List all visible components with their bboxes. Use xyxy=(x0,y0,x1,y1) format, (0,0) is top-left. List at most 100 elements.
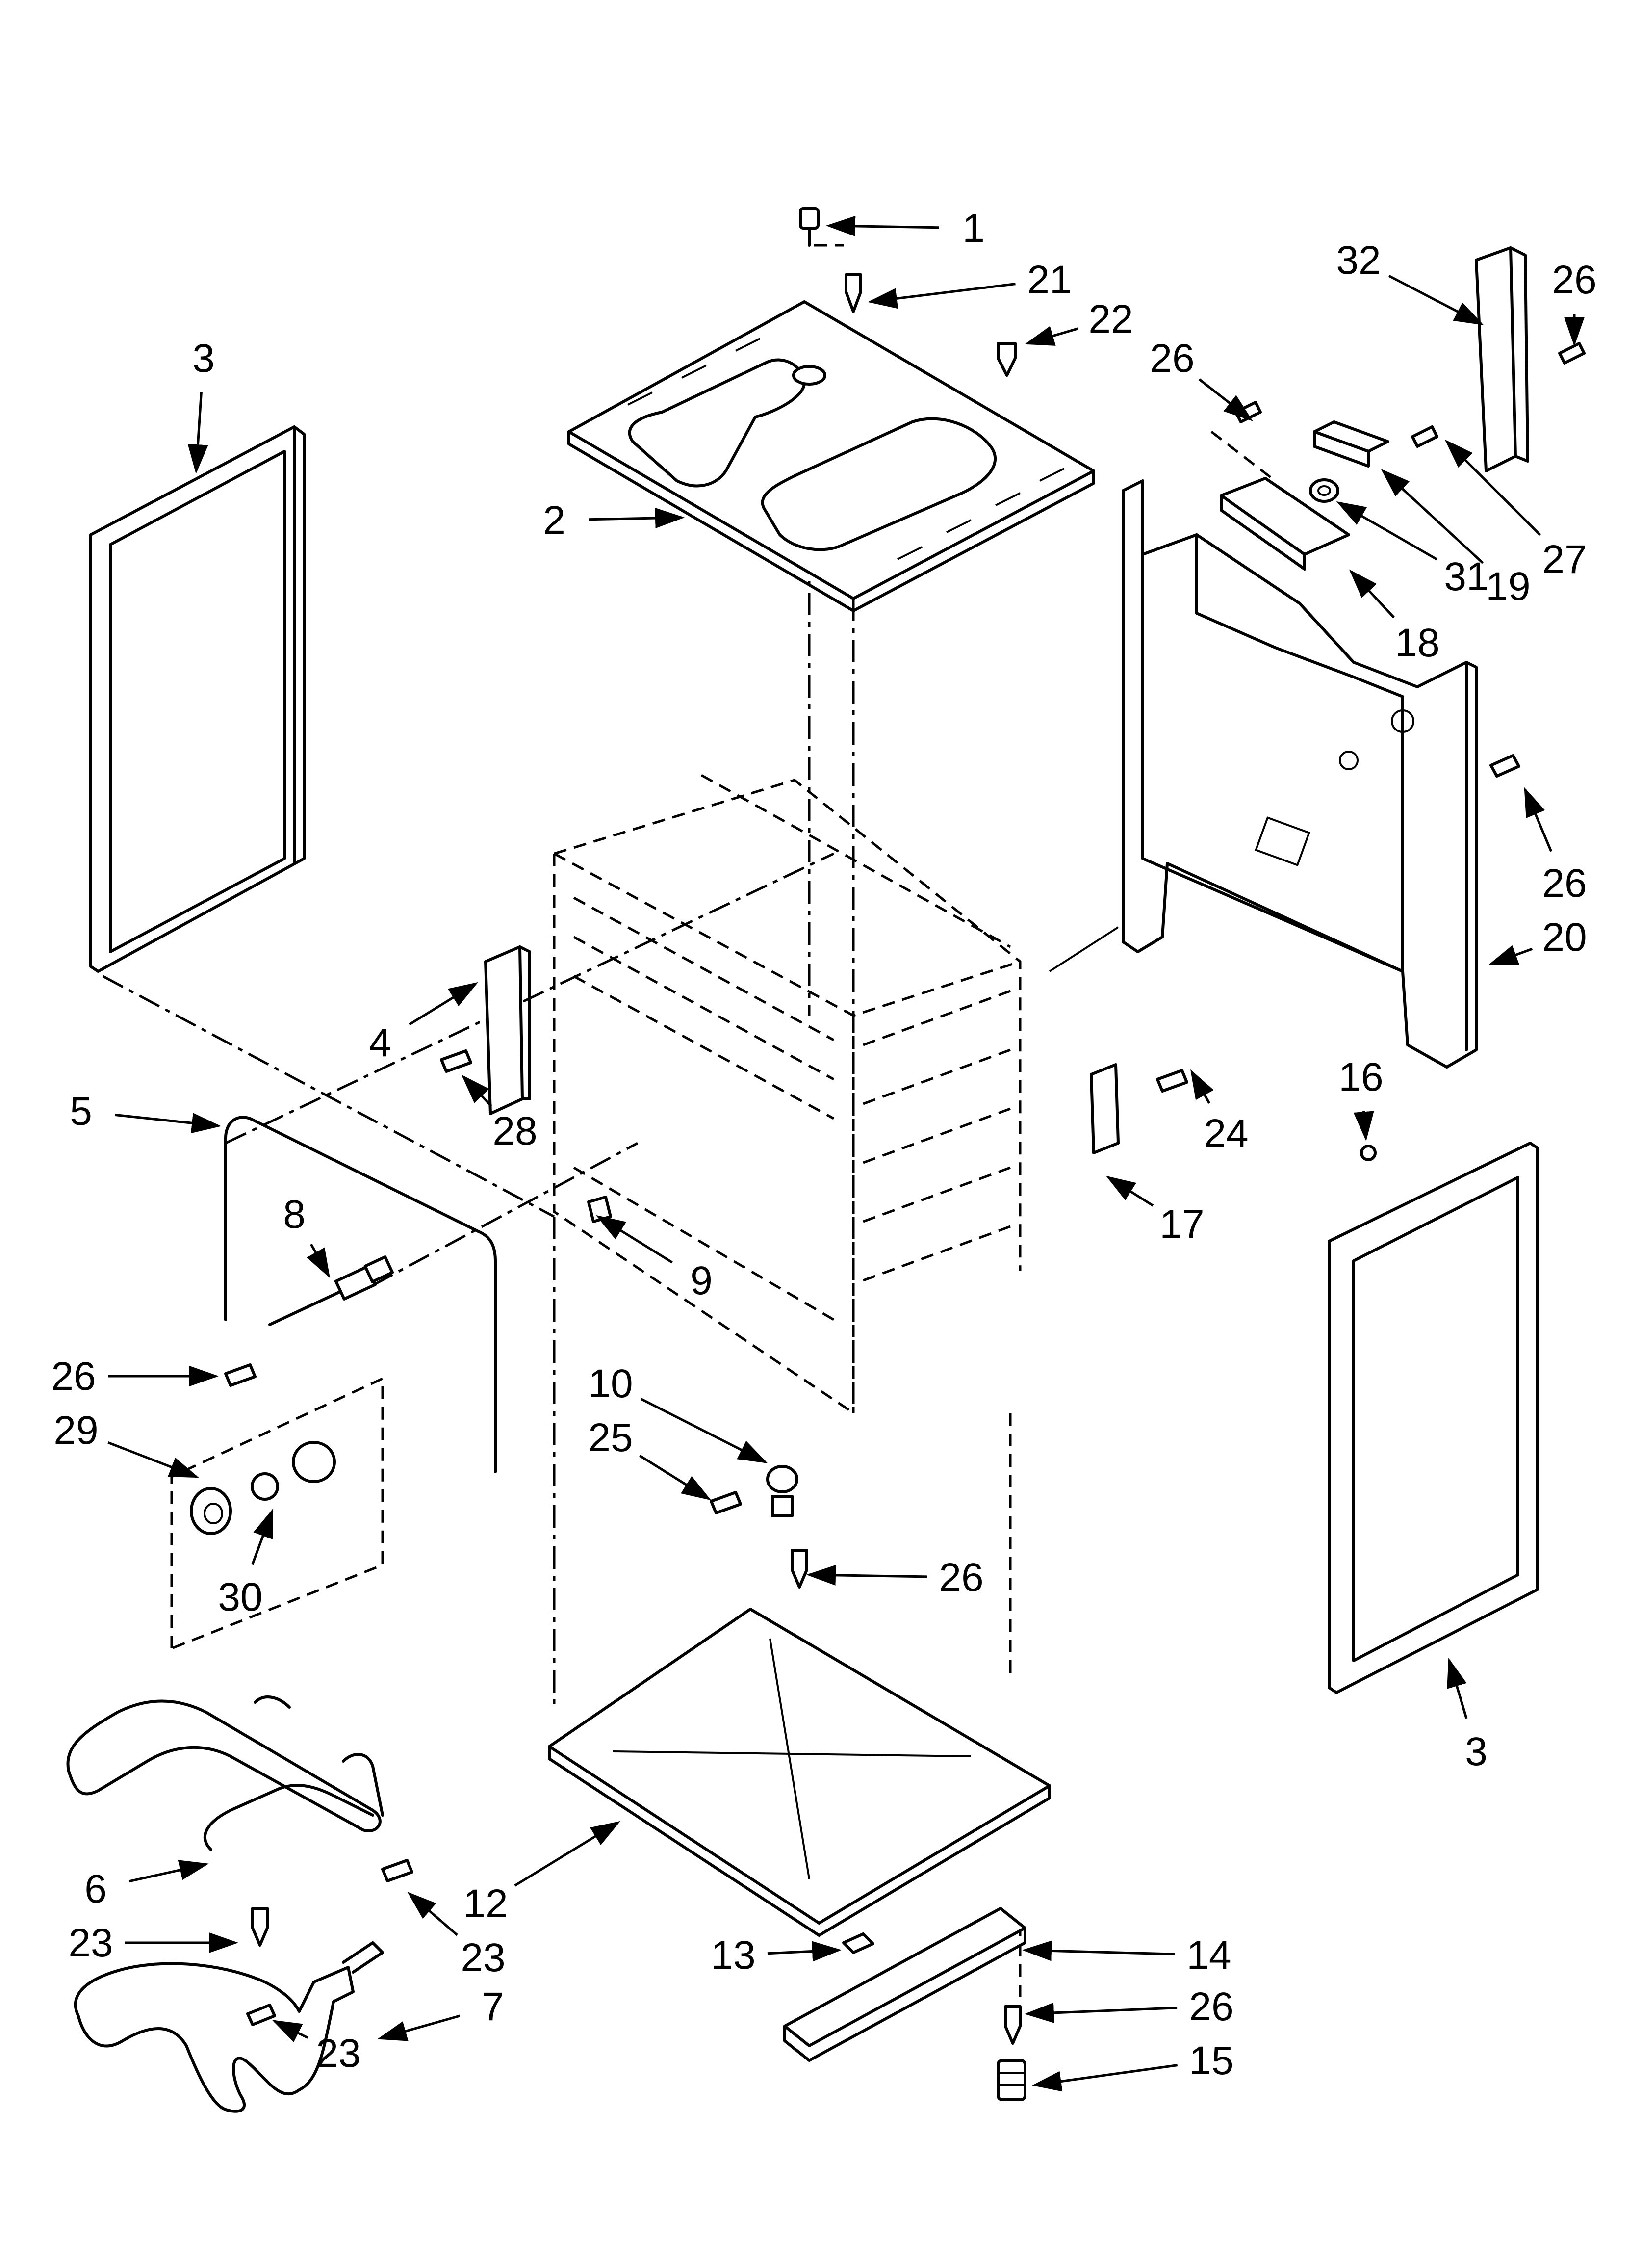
leader-12 xyxy=(514,1821,621,1887)
callout-23a: 23 xyxy=(68,1921,113,1965)
part-32-bracket xyxy=(1475,246,1529,472)
callout-2: 2 xyxy=(543,498,565,543)
leader-2 xyxy=(588,508,685,529)
part-22-screw xyxy=(997,342,1017,377)
callout-6: 6 xyxy=(84,1867,107,1911)
part-14-rail xyxy=(783,1907,1026,2062)
part-5-gasket xyxy=(224,1116,497,1473)
part-10-leveler xyxy=(766,1465,798,1517)
leader-27 xyxy=(1444,439,1541,536)
callout-17: 17 xyxy=(1159,1202,1204,1247)
callout-9: 9 xyxy=(690,1258,713,1303)
part-16-plug xyxy=(1360,1145,1377,1161)
callout-10: 10 xyxy=(588,1361,633,1406)
leader-10 xyxy=(641,1398,768,1463)
part-8-sensor xyxy=(268,1255,394,1326)
callout-3a: 3 xyxy=(192,336,215,381)
callout-18: 18 xyxy=(1395,621,1439,665)
leader-30 xyxy=(251,1508,274,1565)
part-3-right-side-panel xyxy=(1328,1142,1539,1694)
callout-23b: 23 xyxy=(461,1935,505,1980)
part-17-bracket xyxy=(1090,1063,1120,1154)
part-18-bracket xyxy=(1220,477,1350,571)
oven-cavity xyxy=(553,774,1022,1414)
part-12-bottom-panel xyxy=(548,1608,1051,1937)
callout-26c: 26 xyxy=(1542,861,1587,906)
leader-28 xyxy=(461,1074,492,1107)
leader-29 xyxy=(107,1441,199,1478)
part-23-screws xyxy=(246,1859,413,2026)
part-1-stud xyxy=(799,207,820,247)
callout-26f: 26 xyxy=(1189,1984,1233,2029)
callout-30: 30 xyxy=(218,1575,262,1619)
leader-19 xyxy=(1381,469,1484,564)
part-20-back-panel xyxy=(1122,479,1478,1069)
part-19-terminal-block xyxy=(1313,420,1389,468)
leader-7 xyxy=(377,2014,461,2041)
leader-22 xyxy=(1025,326,1078,346)
callout-7: 7 xyxy=(482,1984,504,2029)
callout-25: 25 xyxy=(588,1415,633,1460)
callout-1: 1 xyxy=(962,206,985,251)
callout-12: 12 xyxy=(463,1881,508,1926)
part-2-top-panel xyxy=(567,300,1095,612)
part-26-screw-left xyxy=(224,1363,257,1387)
callout-20: 20 xyxy=(1542,915,1587,960)
leader-6 xyxy=(128,1860,209,1883)
leader-26e xyxy=(806,1564,927,1586)
callout-26e: 26 xyxy=(939,1555,983,1600)
leader-20 xyxy=(1488,945,1533,965)
callout-31: 31 xyxy=(1444,554,1488,599)
leader-16 xyxy=(1353,1111,1374,1141)
leader-26a xyxy=(1198,378,1253,421)
callout-32: 32 xyxy=(1336,238,1381,283)
part-7-broil-element xyxy=(74,1941,384,2113)
leader-1 xyxy=(826,215,940,236)
callout-24: 24 xyxy=(1204,1111,1248,1156)
leader-3b xyxy=(1447,1658,1468,1719)
part-26-screws-top xyxy=(1234,342,1586,448)
callout-4: 4 xyxy=(369,1020,391,1065)
callout-15: 15 xyxy=(1189,2038,1233,2083)
callout-3b: 3 xyxy=(1465,1729,1488,1774)
part-24-screw xyxy=(1156,1069,1188,1093)
part-6-bake-element xyxy=(66,1695,384,1851)
leader-23c xyxy=(272,2020,308,2042)
callout-5: 5 xyxy=(70,1089,92,1134)
part-26-screw-mid xyxy=(791,1549,808,1589)
callout-26b: 26 xyxy=(1552,258,1596,302)
leader-25 xyxy=(639,1454,712,1501)
callout-19: 19 xyxy=(1486,564,1530,609)
part-26-screw-right xyxy=(1489,754,1520,778)
callout-8: 8 xyxy=(283,1192,306,1237)
part-29-knob-group xyxy=(170,1377,384,1650)
leader-15 xyxy=(1032,2064,1178,2092)
callout-13: 13 xyxy=(711,1933,755,1978)
leader-3a xyxy=(187,392,208,474)
leader-24 xyxy=(1190,1069,1214,1104)
part-3-left-side-panel xyxy=(89,425,306,973)
leader-32 xyxy=(1388,275,1484,325)
leader-18 xyxy=(1349,569,1395,619)
callout-28: 28 xyxy=(492,1109,537,1153)
callout-26d: 26 xyxy=(51,1354,96,1399)
leader-14 xyxy=(1022,1940,1175,1961)
callout-27: 27 xyxy=(1542,537,1587,582)
callout-26a: 26 xyxy=(1150,336,1194,381)
leader-26c xyxy=(1524,787,1553,852)
part-25-screw xyxy=(710,1491,742,1514)
callout-16: 16 xyxy=(1338,1055,1383,1099)
part-28-screw xyxy=(440,1049,472,1073)
part-21-screw xyxy=(845,273,862,313)
leader-17 xyxy=(1105,1175,1154,1207)
leader-23b xyxy=(407,1892,458,1936)
leader-21 xyxy=(868,283,1016,309)
part-26-screw-bottom xyxy=(1004,2005,1022,2045)
leader-31 xyxy=(1336,501,1437,561)
part-13-clip xyxy=(842,1932,874,1954)
leader-26f xyxy=(1025,2002,1178,2023)
part-31-nut xyxy=(1309,478,1339,503)
part-15-leveling-leg xyxy=(997,2059,1026,2101)
leader-8 xyxy=(307,1243,330,1278)
